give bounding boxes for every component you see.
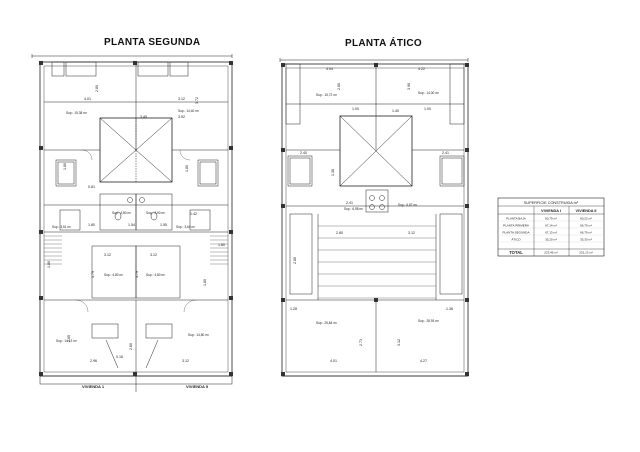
table-total-v1: 223,46 m² [544,251,558,255]
area-label: Sup.: 3,64 m² [176,225,195,229]
dim-label: 1.80 [203,279,207,286]
dim-label: 1.54 [128,223,135,227]
planta-atico-title: PLANTA ÁTICO [345,38,422,49]
table-cell: 60,22 m² [580,217,592,221]
table-total-label: TOTAL [509,250,523,255]
dim-label: 3.79 [91,271,95,278]
dim-label: 3.12 [397,339,401,346]
table-header-vivienda-2: VIVIENDA II [576,209,597,213]
dim-label: 1.40 [392,109,399,113]
area-label: Sup.: 4,80 m² [104,273,123,277]
planta-segunda-plan [31,54,233,392]
vivienda-1-label: VIVIENDA 1 [82,384,105,389]
area-label: Sup.: 3,61 m² [52,225,71,229]
dim-label: 0.81 [88,185,95,189]
dim-label: 1.28 [290,307,297,311]
planta-atico-dimensions: 4.04 4.22 2.80 3.90 1.00 1.40 1.00 2.41 … [290,67,453,363]
area-label: Sup.: 15,38 m² [66,111,87,115]
dim-label: 1.80 [47,261,51,268]
dim-label: 3.12 [182,359,189,363]
table-cell: 60,79 m² [545,217,557,221]
dim-label: 2.73 [359,339,363,346]
dim-label: 2.65 [67,335,71,342]
dim-label: 0.16 [116,355,123,359]
dim-label: 3.72 [195,97,199,104]
dim-label: 2.80 [129,343,133,350]
dim-label: 4.01 [330,359,337,363]
dim-label: 1.80 [185,165,189,172]
table-row-label: PLANTA PRIMERA [503,224,529,228]
table-cell: 35,20 m² [545,238,557,242]
dim-label: 2.80 [336,231,343,235]
area-label: Sup.: 14,13 m² [56,339,77,343]
table-cell: 66,79 m² [580,231,592,235]
dim-label: 1.38 [331,169,335,176]
dim-label: 3.12 [178,97,185,101]
area-label: Sup.: 25,84 m² [316,321,337,325]
area-label: Sup.: 6,87 m² [398,203,417,207]
vivienda-2-label: VIVIENDA II [186,384,208,389]
area-label: Sup.: 15,72 m² [316,93,337,97]
area-label: Sup.: 4,80 m² [146,273,165,277]
table-cell: 67,13 m² [545,231,557,235]
dim-label: 2.80 [293,257,297,264]
dim-label: 1.36 [446,307,453,311]
table-row-label: PLANTA SEGUNDA [503,231,530,235]
dim-label: 3.79 [135,271,139,278]
dim-label: 1.80 [63,163,67,170]
dim-label: 3.90 [407,83,411,90]
dim-label: 4.04 [326,67,333,71]
dim-label: 2.41 [346,201,353,205]
dim-label: 2.80 [95,85,99,92]
dim-label: 3.12 [408,231,415,235]
table-cell: 35,30 m² [580,238,592,242]
dim-label: 3.12 [104,253,111,257]
dim-label: 1.80 [88,223,95,227]
table-cell: 66,79 m² [580,224,592,228]
dim-label: 1.00 [424,107,431,111]
area-label: Sup.: 14,80 m² [188,333,209,337]
dim-label: 1.55 [160,223,167,227]
table-row-label: PLANTA BAJA [506,217,526,221]
area-label: Sup.: 4,80 m² [112,211,131,215]
dim-label: 3.45 [140,115,147,119]
dim-label: 1.80 [218,243,225,247]
dim-label: 2.41 [442,151,449,155]
dim-label: 3.92 [178,115,185,119]
area-label: Sup.: 6,98 m² [344,207,363,211]
area-label: Sup.: 28,93 m² [418,319,439,323]
area-label: Sup.: 14,40 m² [178,109,199,113]
dim-label: 4.01 [84,97,91,101]
planta-segunda-title: PLANTA SEGUNDA [104,37,201,48]
area-label: Sup.: 14,00 m² [418,91,439,95]
dim-label: 2.96 [90,359,97,363]
surface-table: SUPERFICIE CONSTRUIDA m² VIVIENDA I VIVI… [497,197,605,257]
dim-label: 1.00 [352,107,359,111]
dim-label: 3.12 [150,253,157,257]
dim-label: 2.80 [337,83,341,90]
dim-label: 4.27 [420,359,427,363]
planta-segunda-dimensions: 4.01 3.12 2.80 3.92 0.81 1.80 1.54 1.42 … [47,85,225,389]
area-label: Sup.: 4,90 m² [146,211,165,215]
planta-atico-plan [279,58,469,377]
dim-label: 4.22 [418,67,425,71]
table-total-v2: 231,13 m² [579,251,593,255]
table-title: SUPERFICIE CONSTRUIDA m² [524,201,579,205]
table-cell: 67,14 m² [545,224,557,228]
table-header-vivienda-1: VIVIENDA I [541,209,561,213]
table-row-label: ÁTICO [511,238,521,242]
dim-label: 2.40 [300,151,307,155]
dim-label: 1.42 [190,212,197,216]
